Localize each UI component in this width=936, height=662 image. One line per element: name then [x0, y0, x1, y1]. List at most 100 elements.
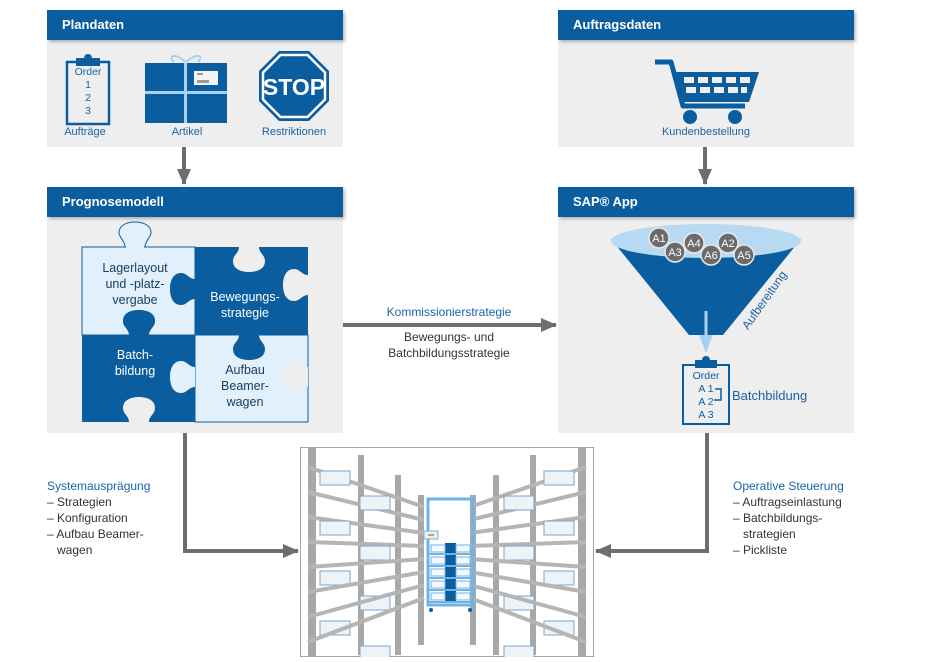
- puzzle-label-aufbau: Aufbau Beamer- wagen: [195, 362, 295, 410]
- shelf-box: [503, 495, 535, 511]
- clipboard-line: 1: [85, 79, 91, 91]
- note-item: – Auftragseinlastung: [733, 495, 842, 509]
- restriktionen-label: Restriktionen: [261, 126, 327, 138]
- clipboard-line: Order: [692, 370, 720, 382]
- shelf-box: [359, 495, 391, 511]
- plandaten-panel: Plandaten Order 1 2 3 Aufträge Artikel S…: [47, 10, 343, 147]
- cart-tray: [455, 556, 471, 565]
- cart-tray: [455, 568, 471, 577]
- auftraege-label: Aufträge: [64, 126, 106, 138]
- label-line: Bewegungs- und: [403, 330, 495, 344]
- shelf-box: [319, 470, 351, 486]
- sap-app-title: SAP® App: [558, 187, 854, 217]
- shelf-box: [543, 570, 575, 586]
- shelf-beam: [469, 596, 587, 644]
- shelf-box: [319, 570, 351, 586]
- shelf-beam: [469, 540, 587, 548]
- arrow-sap-to-warehouse: [595, 433, 709, 558]
- batchbildung-label: Batchbildung: [732, 388, 808, 403]
- plandaten-title: Plandaten: [47, 10, 343, 40]
- center-arrow-top-label: Kommissionierstrategie: [386, 305, 512, 319]
- piece-line: und -platz-: [105, 277, 165, 291]
- cart-tray: [430, 556, 446, 565]
- note-item: – Strategien: [47, 495, 112, 509]
- cart-tray: [455, 580, 471, 589]
- cart-tray: [430, 568, 446, 577]
- piece-line: vergabe: [112, 293, 158, 307]
- shopping-cart-icon: [655, 59, 759, 124]
- note-item: – Batchbildungs-: [733, 511, 823, 525]
- warehouse-aisle-illustration: [300, 447, 594, 657]
- shelf-beam: [307, 557, 425, 569]
- shelf-post: [308, 447, 316, 657]
- prognosemodell-panel: Prognosemodell Lagerlayout und -platz- v…: [47, 187, 343, 433]
- clipboard-line: A 1: [698, 383, 714, 395]
- shelf-beam: [307, 570, 425, 594]
- prognosemodell-title: Prognosemodell: [47, 187, 343, 217]
- artikel-label: Artikel: [171, 126, 203, 138]
- order-ball: [733, 244, 755, 266]
- note-item: – Aufbau Beamer-: [47, 527, 144, 541]
- clipboard-order-icon: [65, 54, 111, 126]
- piece-line: Lagerlayout: [102, 261, 168, 275]
- order-ball-label: A3: [668, 247, 681, 259]
- shelf-beam: [307, 583, 425, 619]
- label-line: Batchbildungsstrategie: [388, 346, 510, 360]
- shelf-post: [395, 475, 401, 655]
- shelf-box: [503, 545, 535, 561]
- cart-tray: [430, 592, 446, 601]
- shelf-beam: [307, 540, 425, 548]
- piece-line: Batch-: [116, 348, 154, 362]
- cart-tray: [430, 580, 446, 589]
- stop-sign-icon: STOP: [259, 51, 329, 121]
- order-ball: [664, 241, 686, 263]
- shelf-beam: [469, 583, 587, 619]
- systemauspraegung-note: Systemausprägung – Strategien – Konfigur…: [47, 478, 150, 558]
- shelf-beam: [307, 596, 425, 644]
- cart-tray: [455, 544, 471, 553]
- kundenbestellung-label: Kundenbestellung: [661, 126, 751, 138]
- shelf-beam: [469, 515, 587, 535]
- note-title: Systemausprägung: [47, 479, 151, 493]
- shelf-box: [319, 520, 351, 536]
- note-item: – Pickliste: [733, 543, 788, 557]
- stop-sign-text: STOP: [263, 74, 325, 100]
- sap-clipboard: Order A 1 A 2 A 3: [683, 370, 729, 422]
- order-ball: [700, 244, 722, 266]
- piece-line: Bewegungs-: [210, 290, 280, 304]
- auftragsdaten-title: Auftragsdaten: [558, 10, 854, 40]
- clipboard-line: Order: [74, 66, 102, 78]
- piece-line: Aufbau: [225, 363, 265, 377]
- order-ball-label: A4: [687, 238, 700, 250]
- piece-line: strategie: [221, 306, 269, 320]
- auftragsdaten-panel: Auftragsdaten Kundenbestellung: [558, 10, 854, 147]
- shelf-beam: [469, 570, 587, 594]
- shelf-post: [418, 495, 424, 645]
- puzzle-illustration: [81, 221, 309, 423]
- operative-steuerung-note: Operative Steuerung – Auftragseinlastung…: [733, 478, 844, 558]
- note-item: strategien: [743, 527, 796, 541]
- shelf-box: [543, 520, 575, 536]
- order-ball-label: A2: [721, 238, 734, 250]
- shelf-post: [493, 475, 499, 655]
- order-ball-label: A5: [737, 250, 750, 262]
- shelf-post: [578, 447, 586, 657]
- piece-line: Beamer-: [221, 379, 269, 393]
- order-ball: [717, 232, 739, 254]
- note-item: wagen: [57, 543, 93, 557]
- puzzle-label-batch: Batch- bildung: [87, 347, 183, 379]
- note-item: – Konfiguration: [47, 511, 128, 525]
- shelf-box: [543, 470, 575, 486]
- package-icon: [145, 55, 227, 123]
- cart-tray: [455, 592, 471, 601]
- note-title: Operative Steuerung: [733, 479, 844, 493]
- puzzle-label-bewegung: Bewegungs- strategie: [195, 289, 295, 321]
- shelf-box: [359, 645, 391, 657]
- order-ball-label: A1: [652, 233, 665, 245]
- clipboard-line: 3: [85, 105, 91, 117]
- shelf-beam: [469, 557, 587, 569]
- clipboard-line: A 3: [698, 409, 714, 421]
